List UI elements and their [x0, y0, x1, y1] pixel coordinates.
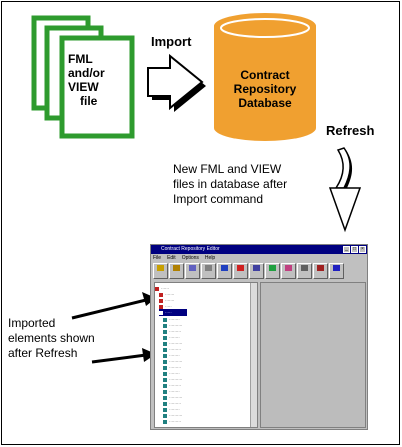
tree-row: ········ — [163, 352, 180, 359]
callout-line-3: after Refresh — [8, 346, 78, 360]
tree-row: ·········· — [163, 322, 182, 329]
tree-row: ········· — [163, 382, 181, 389]
file-label-line-3: VIEW — [68, 80, 99, 94]
browse-icon — [201, 263, 216, 279]
tree-row: ·········· — [163, 358, 182, 365]
tree-row: ·········· — [163, 394, 182, 401]
tree-row: ·········· — [163, 412, 182, 419]
tree-row: ········· — [163, 418, 181, 425]
menu-file: File — [153, 255, 162, 261]
editor-window-screenshot: Contract Repository Editor _ □ × File Ed… — [150, 244, 368, 430]
tree-row: ······ — [155, 285, 169, 292]
tree-row: ······· — [159, 291, 174, 298]
window-toolbar — [153, 263, 365, 280]
tree-row: ········ — [163, 370, 180, 377]
compile-icon — [297, 263, 312, 279]
refresh-label: Refresh — [326, 123, 375, 138]
tree-row: ······· — [159, 297, 174, 304]
import-arrow-icon — [147, 53, 206, 112]
window-controls: _ □ × — [343, 246, 366, 253]
imported-elements-callout: Imported elements shown after Refresh — [8, 316, 95, 361]
tree-row: ········· — [163, 328, 181, 335]
callout-line-1: Imported — [8, 316, 56, 330]
add-icon — [217, 263, 232, 279]
export-icon — [185, 263, 200, 279]
database-label-line-1: Contract — [240, 68, 290, 82]
settings-icon — [313, 263, 328, 279]
file-stack-label: FML and/or VIEW file — [68, 52, 128, 108]
import-label: Import — [151, 34, 192, 49]
note-line-3: Import command — [173, 192, 264, 206]
tree-row: ········ — [163, 334, 180, 341]
tree-row: ········· — [163, 346, 181, 353]
tree-row: ····· — [159, 303, 172, 310]
menu-options: Options — [181, 255, 199, 261]
window-title-bar: Contract Repository Editor — [151, 245, 367, 254]
minimize-icon: _ — [343, 246, 350, 253]
import-icon — [169, 263, 184, 279]
callout-arrows — [71, 292, 156, 364]
database-label: Contract Repository Database — [214, 68, 316, 110]
close-icon: × — [359, 246, 366, 253]
note-line-1: New FML and VIEW — [173, 162, 282, 176]
database-label-line-3: Database — [238, 96, 292, 110]
file-stack-icon — [31, 15, 135, 139]
menu-edit: Edit — [167, 255, 176, 261]
tree-row-selected: ····· — [159, 309, 187, 316]
help-icon — [329, 263, 344, 279]
tree-row: ········ — [163, 406, 180, 413]
tree-row: ········ — [163, 388, 180, 395]
window-title: Contract Repository Editor — [161, 246, 220, 252]
open-icon — [153, 263, 168, 279]
menu-help: Help — [204, 255, 216, 261]
database-note: New FML and VIEW files in database after… — [173, 162, 287, 207]
callout-line-2: elements shown — [8, 331, 95, 345]
delete-icon — [233, 263, 248, 279]
file-label-line-1: FML — [68, 52, 93, 66]
paste-icon — [281, 263, 296, 279]
tree-row: ·········· — [163, 376, 182, 383]
database-icon — [214, 13, 316, 141]
tree-row: ········· — [163, 364, 181, 371]
maximize-icon: □ — [351, 246, 358, 253]
copy-icon — [265, 263, 280, 279]
cut-icon — [249, 263, 264, 279]
file-label-line-2: and/or — [68, 66, 105, 80]
tree-scrollbar — [250, 283, 257, 427]
tree-row: ·········· — [163, 340, 182, 347]
tree-row: ········· — [163, 400, 181, 407]
repository-tree: ······ ······· ······· ····· ····· ·····… — [154, 282, 258, 428]
note-line-2: files in database after — [173, 177, 288, 191]
tree-row: ········ — [163, 316, 180, 323]
refresh-arrow-icon — [328, 147, 362, 233]
file-label-line-4: file — [80, 94, 98, 108]
database-label-line-2: Repository — [233, 82, 297, 96]
window-menu-bar: File Edit Options Help — [153, 255, 215, 262]
detail-pane — [260, 282, 366, 428]
